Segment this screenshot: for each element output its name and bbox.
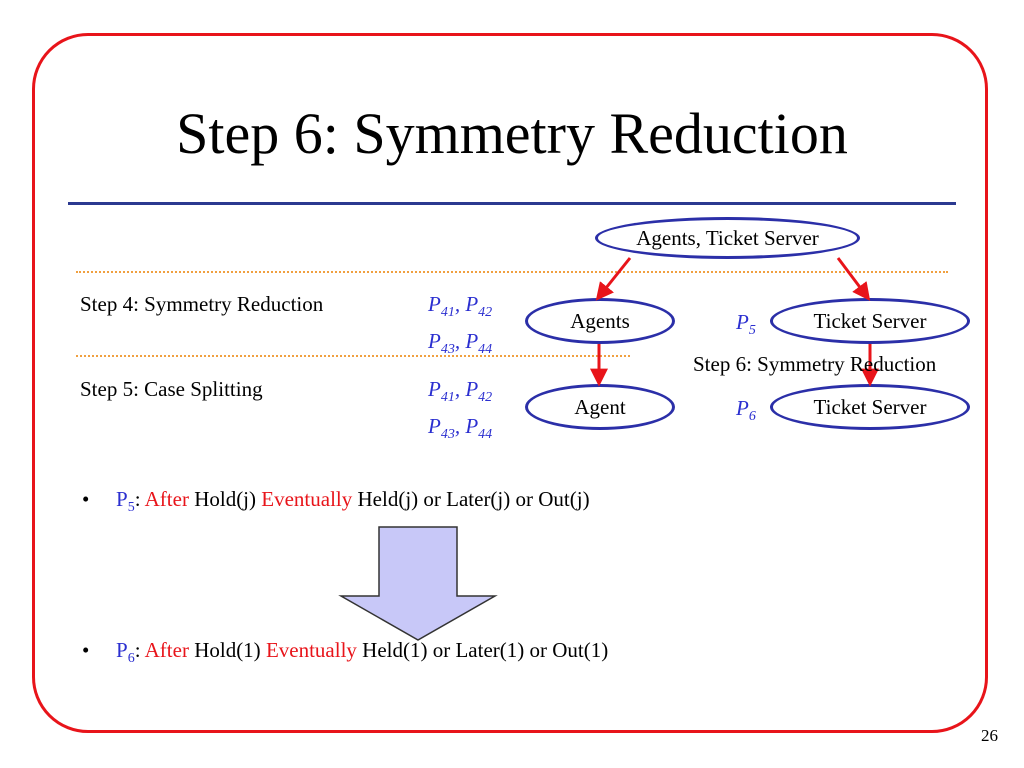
- node-agents-ticket-server: Agents, Ticket Server: [595, 217, 860, 259]
- title-rule: [68, 202, 956, 205]
- p6-marker: P6: [736, 396, 756, 425]
- step4-label: Step 4: Symmetry Reduction: [80, 292, 324, 316]
- dotted-separator-top: [76, 271, 948, 273]
- down-arrow-shape: [338, 526, 498, 641]
- p5-marker: P5: [736, 310, 756, 339]
- step5-properties-line2: P43, P44: [428, 414, 493, 443]
- slide-title: Step 6: Symmetry Reduction: [176, 101, 848, 166]
- bullet-p6-label: P6: [116, 638, 135, 667]
- step5-label: Step 5: Case Splitting: [80, 377, 263, 401]
- bullet-line-p5: P5: After Hold(j) Eventually Held(j) or …: [116, 487, 590, 516]
- page-number: 26: [981, 726, 998, 745]
- arrow-root-to-ticket-server: [836, 257, 871, 301]
- step5-properties-line1: P41, P42: [428, 377, 493, 406]
- step4-properties-line1: P41, P42: [428, 292, 493, 321]
- step6-label: Step 6: Symmetry Reduction: [693, 352, 937, 376]
- arrow-root-to-agents: [595, 257, 632, 301]
- slide-frame: [32, 33, 988, 733]
- step5-properties: P41, P42 P43, P44: [428, 375, 492, 449]
- dotted-separator-middle: [76, 355, 630, 357]
- bullet-marker-1: •: [82, 487, 90, 511]
- step4-properties-line2: P43, P44: [428, 329, 493, 358]
- step4-properties: P41, P42 P43, P44: [428, 290, 492, 364]
- bullet-line-p6: P6: After Hold(1) Eventually Held(1) or …: [116, 638, 609, 667]
- bullet-p5-label: P5: [116, 487, 135, 516]
- bullet-marker-2: •: [82, 638, 90, 662]
